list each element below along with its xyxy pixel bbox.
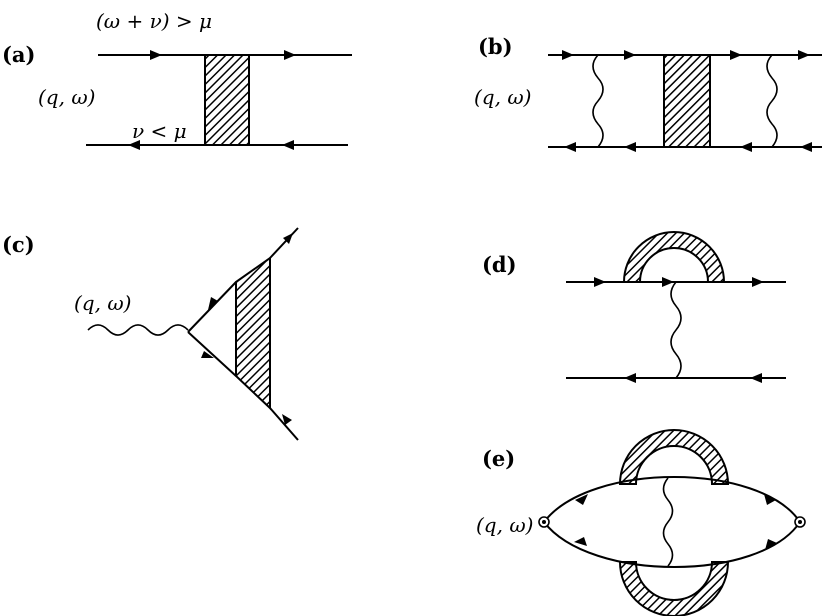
panel-e-arrow-lower-right bbox=[765, 539, 777, 550]
panel-b-arrow-upper-1 bbox=[562, 50, 574, 60]
panel-e: (e) (q, ω) bbox=[476, 429, 806, 616]
panel-d-arrow-lower-1 bbox=[624, 373, 636, 383]
panel-c-arrow-outgoing-upper bbox=[283, 233, 293, 244]
panel-a-label: (a) bbox=[2, 42, 35, 67]
panel-e-arrow-upper-right bbox=[764, 494, 776, 505]
panel-e-lower-propagator bbox=[543, 521, 801, 568]
panel-e-label: (e) bbox=[482, 446, 515, 471]
panel-c-inner-upper-leg bbox=[187, 281, 237, 333]
panel-d-arrow-upper-1 bbox=[594, 277, 606, 287]
panel-c-inner-lower-leg bbox=[187, 331, 237, 377]
panel-c-vertex-block bbox=[235, 256, 271, 411]
panel-e-side-annotation: (q, ω) bbox=[476, 513, 533, 537]
panel-a-arrow-upper-right bbox=[284, 50, 296, 60]
panel-e-photon bbox=[662, 477, 674, 567]
panel-b-arrow-lower-4 bbox=[800, 142, 812, 152]
panel-b-arrow-lower-3 bbox=[740, 142, 752, 152]
panel-b-arrow-lower-2 bbox=[624, 142, 636, 152]
panel-a-top-annotation: (ω + ν) > μ bbox=[96, 9, 212, 33]
panel-d: (d) bbox=[482, 231, 786, 383]
panel-a-bottom-annotation: ν < μ bbox=[132, 119, 187, 143]
panel-e-upper-ring-inner bbox=[635, 445, 713, 485]
panel-c-side-annotation: (q, ω) bbox=[74, 291, 131, 315]
panel-a-side-annotation: (q, ω) bbox=[38, 85, 95, 109]
panel-d-photon bbox=[670, 281, 682, 379]
panel-b-side-annotation: (q, ω) bbox=[474, 85, 531, 109]
panel-e-lower-ring-inner bbox=[635, 561, 713, 601]
panel-a-arrow-lower-right bbox=[282, 140, 294, 150]
panel-d-arrow-lower-2 bbox=[750, 373, 762, 383]
panel-b-arrow-lower-1 bbox=[564, 142, 576, 152]
panel-a: (a) (ω + ν) > μ (q, ω) ν < μ bbox=[2, 9, 352, 150]
panel-e-upper-propagator bbox=[543, 476, 801, 523]
panel-b-right-photon bbox=[766, 54, 778, 148]
panel-d-arrow-upper-2 bbox=[662, 277, 674, 287]
panel-b: (b) (q, ω) bbox=[474, 34, 822, 152]
panel-c-label: (c) bbox=[2, 232, 35, 257]
panel-b-vertex-box bbox=[663, 54, 711, 148]
panel-c-photon bbox=[87, 324, 189, 336]
panel-e-left-vertex-dot bbox=[542, 520, 546, 524]
panel-b-arrow-upper-4 bbox=[798, 50, 810, 60]
panel-a-vertex-box bbox=[204, 54, 250, 146]
panel-c-arrow-inner-lower bbox=[201, 351, 214, 358]
panel-c-outgoing-lower bbox=[269, 407, 299, 441]
panel-e-arrow-lower-left bbox=[574, 537, 587, 546]
panel-e-right-vertex-dot bbox=[798, 520, 802, 524]
panel-d-arrow-upper-3 bbox=[752, 277, 764, 287]
panel-c-arrow-outgoing-lower bbox=[282, 414, 292, 425]
panel-b-left-photon bbox=[592, 54, 604, 148]
panel-b-label: (b) bbox=[478, 34, 513, 59]
panel-c-outgoing-upper bbox=[269, 227, 299, 259]
panel-e-arrow-upper-left bbox=[575, 494, 588, 505]
panel-d-label: (d) bbox=[482, 252, 517, 277]
panel-a-arrow-lower-left bbox=[128, 140, 140, 150]
panel-d-self-energy-arc bbox=[622, 231, 726, 283]
panel-c-arrow-inner-upper bbox=[208, 297, 218, 310]
panel-b-arrow-upper-2 bbox=[624, 50, 636, 60]
panel-a-arrow-upper-left bbox=[150, 50, 162, 60]
panel-b-arrow-upper-3 bbox=[730, 50, 742, 60]
panel-c: (c) (q, ω) bbox=[2, 227, 299, 441]
